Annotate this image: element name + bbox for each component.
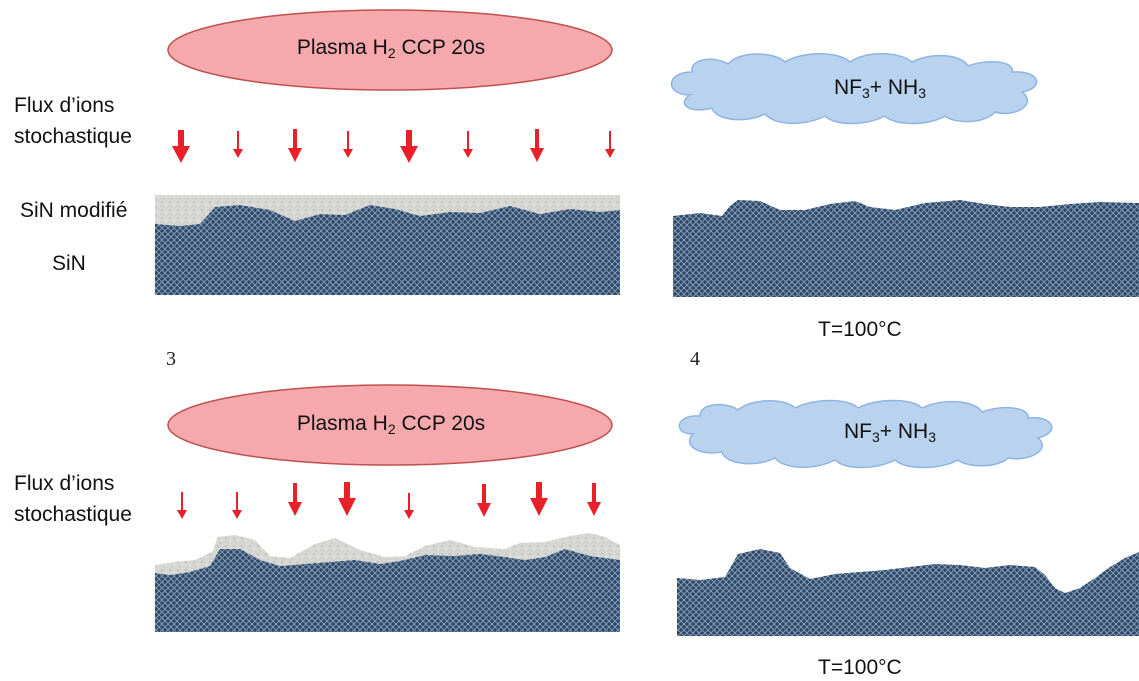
arrow-medium [288, 129, 302, 162]
ion-flux-arrows [172, 129, 615, 163]
modified-sin-layer [155, 195, 620, 226]
arrow-small [605, 131, 615, 158]
panel-number: 3 [166, 348, 176, 370]
panel-3 [155, 384, 620, 632]
plasma-label-prefix: Plasma H [296, 36, 388, 59]
gas-label-nh: + NH [869, 76, 919, 99]
arrow-small [232, 492, 242, 519]
sin-layer-label: SiN [52, 252, 86, 275]
arrow-small [463, 131, 473, 158]
ion-flux-arrows [177, 482, 601, 519]
arrow-small [177, 492, 187, 519]
arrow-large [338, 482, 356, 516]
arrow-large [530, 482, 548, 516]
etched-sin-substrate [673, 200, 1139, 297]
ion-flux-label-line2: stochastique [14, 125, 132, 148]
gas-label-nf: NF [843, 420, 872, 443]
arrow-medium [477, 484, 491, 517]
gas-label-nh-subscript: 3 [928, 429, 937, 445]
panel-2 [670, 53, 1139, 297]
gas-label-nf-subscript: 3 [871, 429, 880, 445]
gas-label-nh-subscript: 3 [918, 85, 927, 101]
gas-cloud [678, 399, 1053, 469]
panel-1 [155, 9, 620, 295]
gas-label-nh: + NH [879, 420, 929, 443]
gas-label-nf: NF [833, 76, 862, 99]
ion-flux-label: Flux d’ions stochastique [14, 470, 132, 528]
plasma-label-subscript: 2 [387, 45, 396, 61]
plasma-label-subscript: 2 [387, 421, 396, 437]
plasma-ellipse [167, 9, 613, 91]
sin-substrate [155, 205, 620, 295]
plasma-label-suffix: CCP 20s [395, 36, 486, 59]
ion-flux-label-line1: Flux d’ions [14, 94, 115, 117]
gas-cloud [670, 53, 1038, 125]
arrow-small [233, 131, 243, 158]
gas-label: NF3+ NH3 [780, 74, 980, 101]
arrow-small [404, 493, 414, 519]
ion-flux-label-line2: stochastique [14, 503, 132, 526]
plasma-label-suffix: CCP 20s [395, 412, 486, 435]
arrow-medium [587, 483, 601, 516]
arrow-medium [288, 483, 302, 516]
temperature-label: T=100°C [818, 318, 902, 341]
temperature-label: T=100°C [818, 656, 902, 679]
arrow-large [400, 130, 418, 163]
plasma-label: Plasma H2 CCP 20s [236, 410, 546, 437]
sin-substrate [155, 549, 620, 632]
gas-label-nf-subscript: 3 [861, 85, 870, 101]
ion-flux-label-line1: Flux d’ions [14, 472, 115, 495]
etched-sin-substrate [677, 549, 1139, 636]
plasma-label-prefix: Plasma H [296, 412, 388, 435]
ion-flux-label: Flux d’ions stochastique [14, 92, 132, 150]
arrow-medium [530, 129, 544, 162]
arrow-large [172, 130, 190, 163]
modified-layer-label: SiN modifié [20, 199, 128, 222]
plasma-label: Plasma H2 CCP 20s [236, 34, 546, 61]
plasma-ellipse [167, 384, 613, 466]
panel-4 [677, 399, 1139, 636]
arrow-small [343, 131, 353, 158]
gas-label: NF3+ NH3 [790, 418, 990, 445]
modified-sin-layer [155, 533, 620, 575]
panel-number: 4 [690, 348, 700, 370]
